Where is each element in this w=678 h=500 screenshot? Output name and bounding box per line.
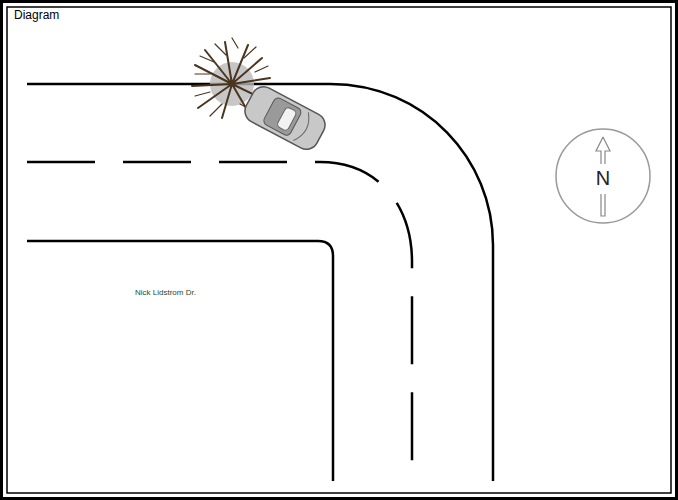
center-line <box>27 162 412 481</box>
compass-letter: N <box>592 167 614 190</box>
compass <box>556 129 650 223</box>
vehicle <box>241 82 329 153</box>
diagram-heading: Diagram <box>12 8 61 22</box>
street-name: Nick Lidstrom Dr. <box>135 288 196 297</box>
road-edges <box>27 84 493 481</box>
inner-frame <box>7 7 671 493</box>
